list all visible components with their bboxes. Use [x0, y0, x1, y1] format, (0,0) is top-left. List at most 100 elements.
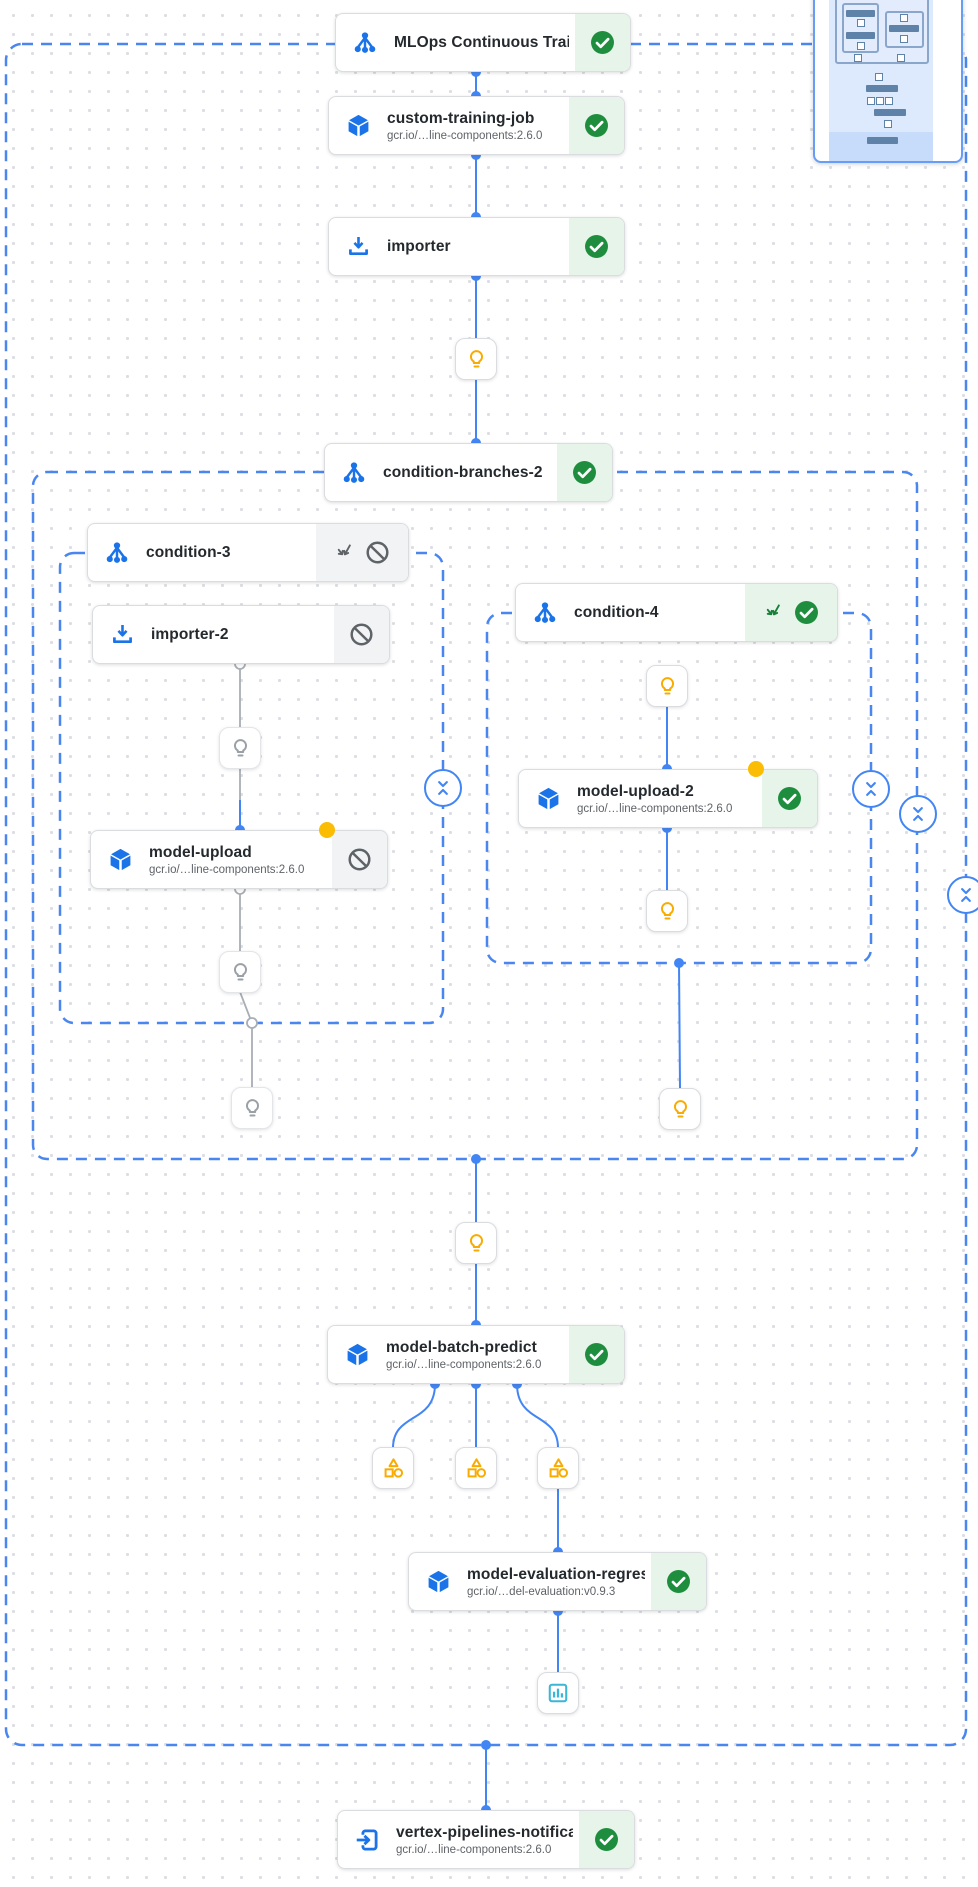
condition-branch-icon	[88, 524, 146, 581]
minimap-artifact	[875, 73, 883, 81]
node-model-upload-2[interactable]: model-upload-2 gcr.io/…line-components:2…	[518, 769, 818, 828]
lightbulb-param-node[interactable]	[646, 890, 688, 932]
blocked-icon	[364, 539, 391, 566]
status-succeeded	[569, 218, 624, 275]
node-condition-branches-2[interactable]: condition-branches-2	[324, 443, 613, 502]
minimap-artifact	[885, 97, 893, 105]
subdag-arrows-icon	[762, 601, 785, 624]
node-importer-2[interactable]: importer-2	[92, 605, 390, 664]
container-pipeline-root	[4, 42, 968, 1747]
status-succeeded	[575, 14, 630, 71]
collapse-chevrons-icon	[907, 803, 929, 825]
minimap-artifact	[876, 97, 884, 105]
status-skipped	[334, 606, 389, 663]
node-condition-4[interactable]: condition-4	[515, 583, 838, 642]
status-succeeded	[569, 1326, 624, 1383]
artifact-shapes-icon	[381, 1456, 406, 1481]
lightbulb-icon	[464, 1231, 489, 1256]
node-model-upload[interactable]: model-upload gcr.io/…line-components:2.6…	[90, 830, 388, 889]
condition-branch-icon	[325, 444, 383, 501]
minimap-node	[874, 109, 906, 116]
node-title: condition-branches-2	[383, 463, 543, 481]
node-importer[interactable]: importer	[328, 217, 625, 276]
collapse-chevrons-icon	[432, 777, 454, 799]
executed-edges	[239, 72, 681, 1810]
node-subtitle: gcr.io/…line-components:2.6.0	[396, 1843, 552, 1856]
minimap-node	[867, 137, 898, 144]
check-circle-icon	[776, 785, 803, 812]
minimap-node	[889, 25, 919, 32]
blocked-icon	[348, 621, 375, 648]
metrics-artifact-node[interactable]	[537, 1672, 579, 1714]
lightbulb-param-node-skipped[interactable]	[219, 727, 261, 769]
check-circle-icon	[665, 1568, 692, 1595]
artifact-shapes-icon	[546, 1456, 571, 1481]
minimap-artifact	[897, 54, 905, 62]
node-title: custom-training-job	[387, 109, 535, 127]
minimap-artifact	[900, 35, 908, 43]
status-succeeded	[557, 444, 612, 501]
node-subtitle: gcr.io/…del-evaluation:v0.9.3	[467, 1585, 616, 1598]
node-model-evaluation-regression[interactable]: model-evaluation-regres… gcr.io/…del-eva…	[408, 1552, 707, 1611]
status-succeeded	[745, 584, 837, 641]
minimap[interactable]	[813, 0, 963, 163]
lightbulb-icon	[655, 899, 680, 924]
node-condition-3[interactable]: condition-3	[87, 523, 409, 582]
artifact-shapes-node[interactable]	[372, 1447, 414, 1489]
subdag-containers	[4, 42, 968, 1747]
collapse-subdag-button[interactable]	[947, 876, 978, 914]
artifact-shapes-node[interactable]	[537, 1447, 579, 1489]
lightbulb-icon	[228, 736, 253, 761]
artifact-shapes-node[interactable]	[455, 1447, 497, 1489]
status-succeeded	[579, 1811, 634, 1868]
metrics-chart-icon	[545, 1680, 571, 1706]
node-title: model-upload-2	[577, 782, 694, 800]
minimap-artifact	[900, 14, 908, 22]
component-cube-icon	[328, 1326, 386, 1383]
node-title: model-batch-predict	[386, 1338, 537, 1356]
minimap-artifact	[867, 97, 875, 105]
collapse-subdag-button[interactable]	[424, 769, 462, 807]
node-title: importer	[387, 237, 451, 255]
node-subtitle: gcr.io/…line-components:2.6.0	[387, 129, 543, 142]
node-mlops-root[interactable]: MLOps Continuous Traini…	[335, 13, 631, 72]
minimap-node	[866, 85, 898, 92]
collapse-chevrons-icon	[860, 778, 882, 800]
lightbulb-icon	[240, 1096, 265, 1121]
minimap-node	[846, 10, 875, 17]
condition-branch-icon	[336, 14, 394, 71]
check-circle-icon	[589, 29, 616, 56]
lightbulb-param-node[interactable]	[455, 338, 497, 380]
collapse-subdag-button[interactable]	[899, 795, 937, 833]
node-title: condition-4	[574, 603, 659, 621]
node-title: MLOps Continuous Traini…	[394, 33, 569, 51]
minimap-viewport[interactable]	[829, 132, 933, 161]
node-vertex-pipelines-notification[interactable]: vertex-pipelines-notificat… gcr.io/…line…	[337, 1810, 635, 1869]
component-cube-icon	[409, 1553, 467, 1610]
node-subtitle: gcr.io/…line-components:2.6.0	[577, 802, 733, 815]
node-subtitle: gcr.io/…line-components:2.6.0	[386, 1358, 542, 1371]
lightbulb-icon	[668, 1097, 693, 1122]
lightbulb-param-node[interactable]	[455, 1222, 497, 1264]
lightbulb-param-node[interactable]	[646, 665, 688, 707]
minimap-node	[846, 32, 875, 39]
lightbulb-param-node-skipped[interactable]	[219, 951, 261, 993]
blocked-icon	[346, 846, 373, 873]
subdag-arrows-icon	[333, 541, 356, 564]
collapse-chevrons-icon	[955, 884, 977, 906]
minimap-artifact	[857, 19, 865, 27]
check-circle-icon	[583, 1341, 610, 1368]
exit-to-app-icon	[338, 1811, 396, 1868]
status-skipped	[316, 524, 408, 581]
lightbulb-param-node[interactable]	[659, 1088, 701, 1130]
lightbulb-param-node-skipped[interactable]	[231, 1087, 273, 1129]
node-custom-training-job[interactable]: custom-training-job gcr.io/…line-compone…	[328, 96, 625, 155]
node-title: model-upload	[149, 843, 252, 861]
collapse-subdag-button[interactable]	[852, 770, 890, 808]
node-subtitle: gcr.io/…line-components:2.6.0	[149, 863, 305, 876]
status-succeeded	[762, 770, 817, 827]
node-model-batch-predict[interactable]: model-batch-predict gcr.io/…line-compone…	[327, 1325, 625, 1384]
status-succeeded	[651, 1553, 706, 1610]
minimap-artifact	[884, 120, 892, 128]
